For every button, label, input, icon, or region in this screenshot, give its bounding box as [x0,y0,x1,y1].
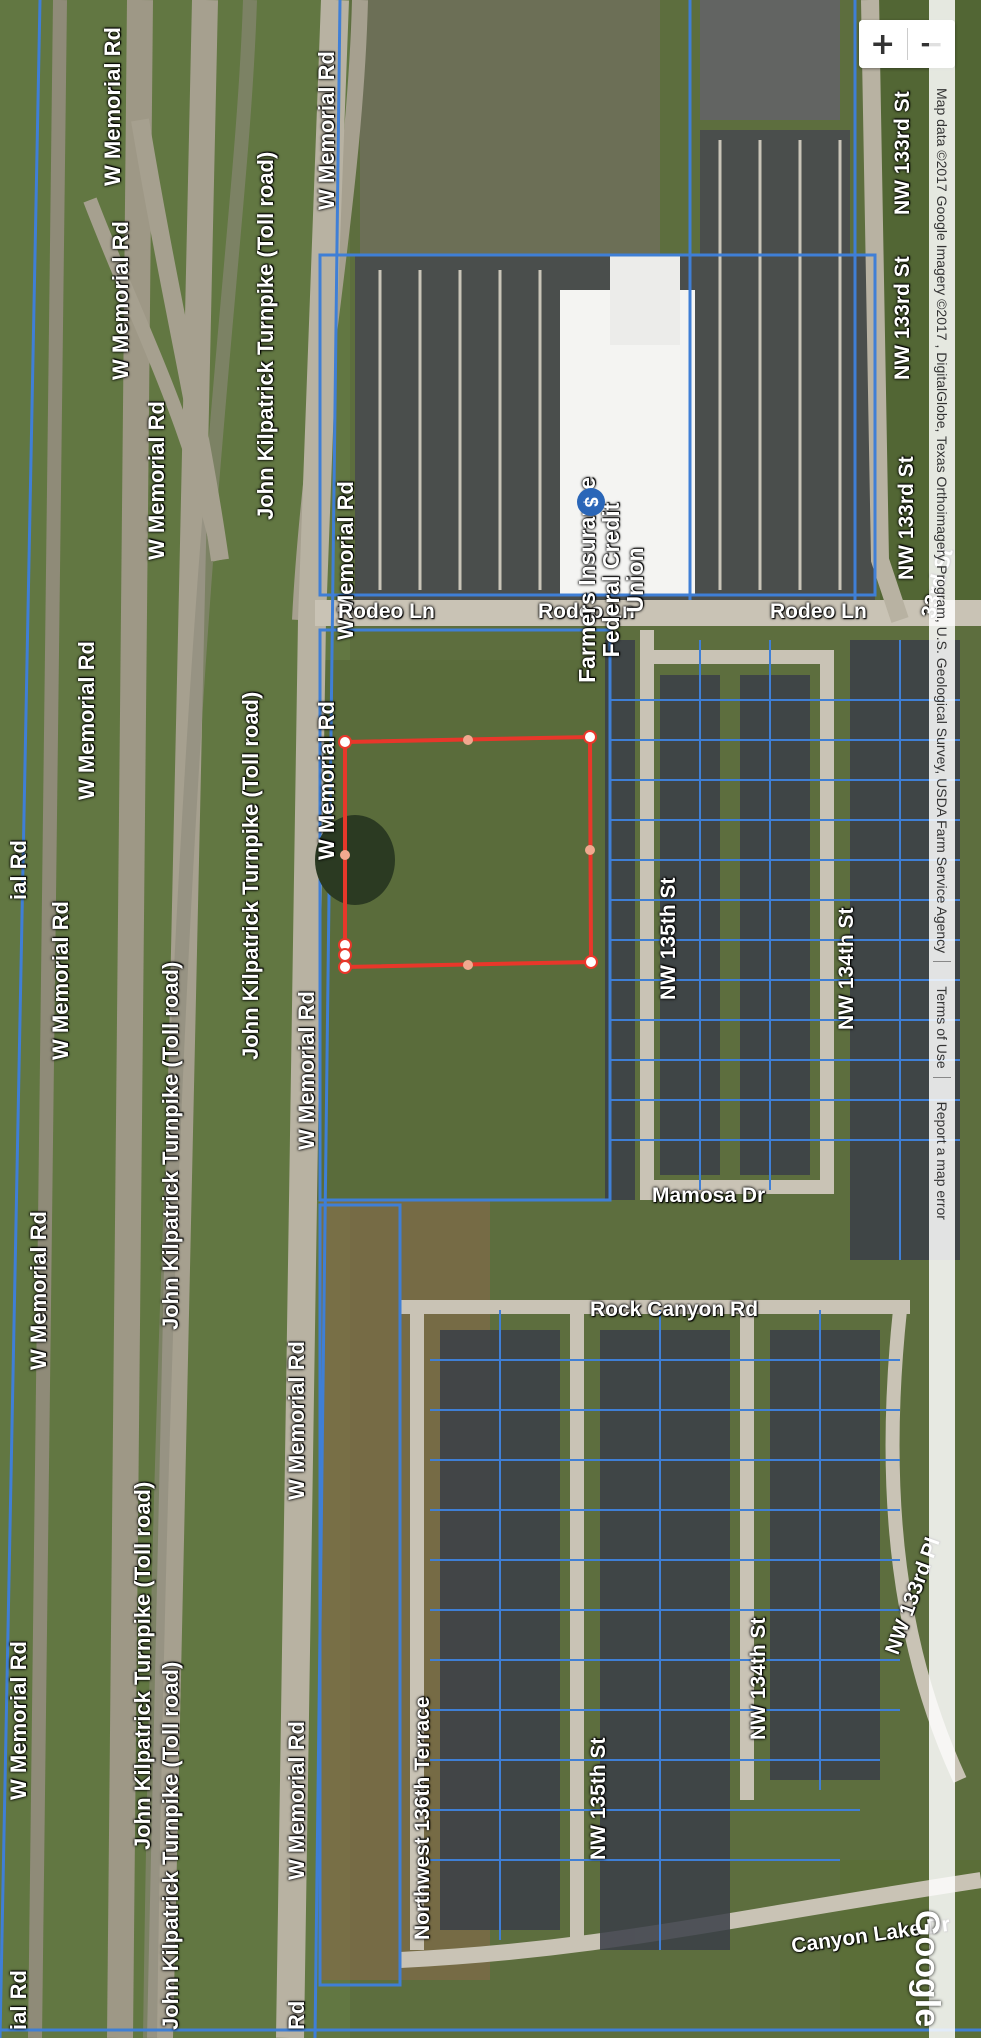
street-label-nw135: NW 135th St [587,1737,610,1860]
road-label-turnpike: John Kilpatrick Turnpike (Toll road) [130,1481,155,1850]
street-label-rodeo: Rodeo Ln [338,600,435,623]
road-label-memorial: W Memorial Rd [48,901,73,1060]
road-label-memorial-edge: Rd [284,2000,309,2030]
google-logo[interactable]: Google [908,1910,946,2028]
street-label-nw136-terrace: Northwest 136th Terrace [411,1696,434,1940]
street-label-rock-canyon: Rock Canyon Rd [590,1298,759,1321]
street-label-nw135: NW 135th St [657,877,680,1000]
road-label-turnpike: John Kilpatrick Turnpike (Toll road) [253,151,278,520]
report-map-error-link[interactable]: Report a map error [934,1101,950,1220]
road-label-memorial: W Memorial Rd [284,1341,309,1500]
road-label-turnpike: John Kilpatrick Turnpike (Toll road) [238,691,263,1060]
road-label-memorial: W Memorial Rd [74,641,99,800]
street-label-nw134: NW 134th St [747,1617,770,1740]
road-label-memorial: W Memorial Rd [108,221,133,380]
street-label-nw133: NW 133rd St [895,456,918,580]
credit-union-logo-icon: $ [577,488,605,516]
road-label-memorial: W Memorial Rd [144,401,169,560]
map-data-attribution: Map data ©2017 Google Imagery ©2017 , Di… [934,88,950,954]
road-label-memorial: W Memorial Rd [26,1211,51,1370]
road-label-memorial-edge: ial Rd [6,840,31,900]
road-label-memorial: W Memorial Rd [6,1641,31,1800]
street-label-nw134: NW 134th St [835,907,858,1030]
road-label-memorial: W Memorial Rd [294,991,319,1150]
attribution-divider [933,961,951,979]
street-label-nw133: NW 133rd St [891,91,914,215]
road-label-turnpike: John Kilpatrick Turnpike (Toll road) [158,961,183,1330]
attribution-divider [933,1076,951,1094]
street-label-mamosa: Mamosa Dr [652,1184,766,1207]
zoom-divider [906,28,908,60]
road-label-memorial: W Memorial Rd [284,1721,309,1880]
zoom-in-button[interactable]: + [859,20,907,68]
road-label-memorial: W Memorial Rd [314,51,339,210]
street-label-rodeo: Rodeo Ln [538,600,635,623]
street-label-rodeo: Rodeo Ln [770,600,867,623]
road-label-memorial-edge: ial Rd [6,1970,31,2030]
road-label-turnpike: John Kilpatrick Turnpike (Toll road) [158,1661,183,2030]
terms-link[interactable]: Terms of Use [934,986,950,1069]
road-label-memorial: W Memorial Rd [100,27,125,186]
street-label-nw133: NW 133rd St [891,256,914,380]
attribution-bar: Map data ©2017 Google Imagery ©2017 , Di… [929,0,955,2038]
road-label-memorial: W Memorial Rd [314,701,339,860]
selected-parcel [338,730,598,974]
